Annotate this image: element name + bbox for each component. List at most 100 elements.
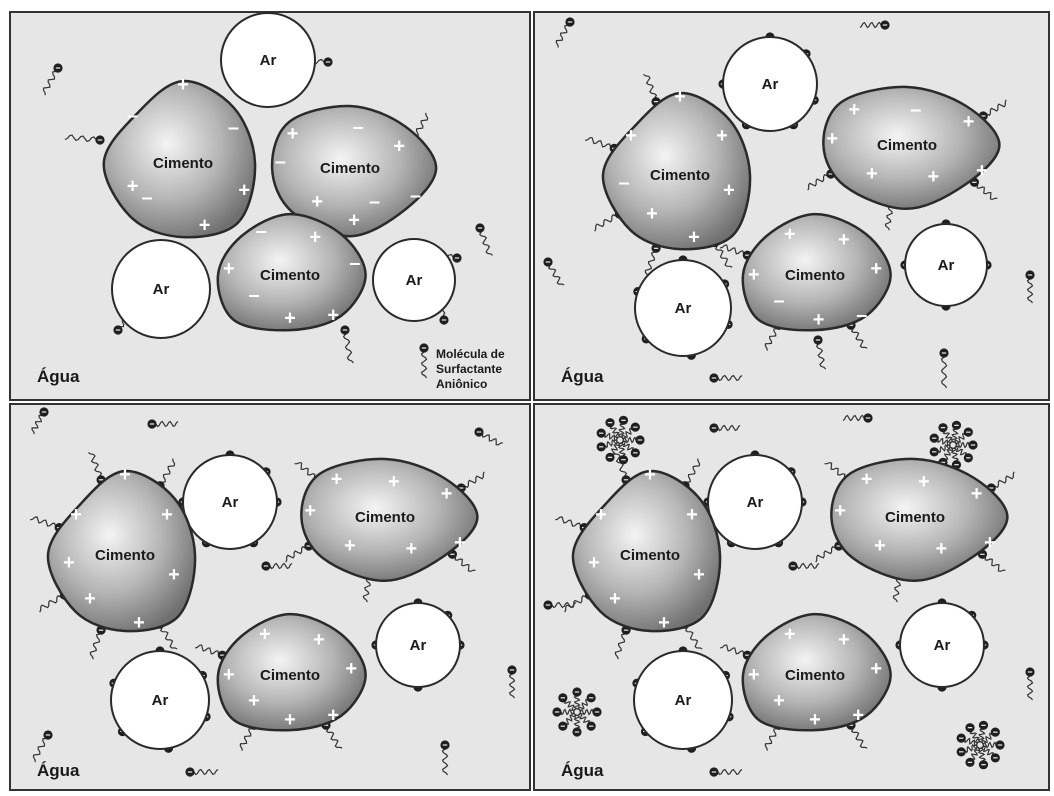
surfactant-tail xyxy=(977,728,986,744)
cement-shape xyxy=(741,212,892,332)
air-label: Ar xyxy=(938,257,955,274)
positive-charge: + xyxy=(874,535,886,557)
positive-charge: + xyxy=(866,163,878,185)
surfactant-tail xyxy=(454,556,476,573)
surfactant-tail xyxy=(478,231,493,256)
surfactant-tail xyxy=(720,244,745,255)
surfactant-tail xyxy=(508,673,516,699)
negative-charge: – xyxy=(856,305,867,327)
surfactant-molecule xyxy=(507,665,517,699)
positive-charge: + xyxy=(309,226,321,248)
surfactant-tail xyxy=(617,441,627,457)
air-bubble-shape xyxy=(633,650,733,750)
cement-label: Cimento xyxy=(355,509,415,526)
positive-charge: + xyxy=(693,564,705,586)
surfactant-tail xyxy=(950,446,960,462)
surfactant-tail xyxy=(42,70,57,96)
surfactant-molecule xyxy=(42,63,63,96)
positive-charge: + xyxy=(311,191,323,213)
air-bubble-shape xyxy=(372,238,456,322)
surfactant-tail xyxy=(594,214,617,232)
surfactant-tail xyxy=(1026,278,1034,304)
legend-surfactant-icon xyxy=(419,343,429,379)
air-label: Ar xyxy=(260,52,277,69)
positive-charge: + xyxy=(63,552,75,574)
surfactant-tail xyxy=(578,708,594,716)
surfactant-tail xyxy=(362,577,372,603)
surfactant-tail xyxy=(31,414,42,435)
surfactant-tail xyxy=(617,423,626,439)
surfactant-tail xyxy=(717,374,743,382)
positive-charge: + xyxy=(327,305,339,327)
surfactant-tail xyxy=(30,516,57,527)
negative-charge: – xyxy=(349,252,360,274)
cement-label: Cimento xyxy=(95,547,155,564)
air-bubble-shape xyxy=(375,602,461,688)
surfactant-molecule xyxy=(813,335,827,370)
surfactant-tail xyxy=(441,748,449,776)
air-bubble-shape xyxy=(904,223,988,307)
air-bubble: Ar xyxy=(899,602,985,688)
positive-charge: + xyxy=(918,471,930,493)
positive-charge: + xyxy=(852,705,864,727)
surfactant-tail xyxy=(850,728,868,749)
micelle-molecule xyxy=(605,418,622,439)
positive-charge: + xyxy=(686,504,698,526)
surfactant-molecule xyxy=(788,561,820,571)
surfactant-molecule xyxy=(555,17,575,48)
cement-particle: +++++++Cimento xyxy=(741,612,892,732)
surfactant-molecule xyxy=(185,767,219,777)
surfactant-tail xyxy=(796,562,820,570)
positive-charge: + xyxy=(345,658,357,680)
positive-charge: + xyxy=(748,664,760,686)
surfactant-tail xyxy=(979,745,994,756)
cement-particle: +++–+++Cimento xyxy=(601,86,752,251)
surfactant-tail xyxy=(950,428,959,444)
surfactant-tail xyxy=(555,24,569,48)
positive-charge: + xyxy=(609,588,621,610)
surfactant-tail xyxy=(573,713,581,729)
positive-charge: + xyxy=(838,629,850,651)
micelle-molecule xyxy=(981,740,1005,750)
surfactant-tail xyxy=(604,432,620,442)
surfactant-molecule xyxy=(709,767,743,777)
cement-label: Cimento xyxy=(260,267,320,284)
surfactant-tail xyxy=(325,728,343,749)
cement-shape xyxy=(741,612,892,732)
positive-charge: + xyxy=(70,504,82,526)
positive-charge: + xyxy=(84,588,96,610)
micelle-molecule xyxy=(965,723,982,744)
surfactant-tail xyxy=(576,712,591,724)
negative-charge: – xyxy=(410,185,421,207)
surfactant-tail xyxy=(685,627,703,650)
positive-charge: + xyxy=(199,214,211,236)
air-bubble: Ar xyxy=(707,454,803,550)
cement-label: Cimento xyxy=(260,667,320,684)
cement-particle: +++++++Cimento xyxy=(300,457,479,583)
positive-charge: + xyxy=(119,464,131,486)
surfactant-tail xyxy=(239,728,253,751)
air-bubble: Ar xyxy=(111,239,211,339)
air-bubble: Ar xyxy=(722,36,818,132)
micelle-molecule xyxy=(950,420,962,444)
positive-charge: + xyxy=(248,690,260,712)
positive-charge: + xyxy=(393,135,405,157)
cement-shape xyxy=(601,91,752,251)
positive-charge: + xyxy=(936,538,948,560)
positive-charge: + xyxy=(674,86,686,108)
surfactant-tail xyxy=(942,430,955,444)
positive-charge: + xyxy=(644,464,656,486)
surfactant-tail xyxy=(195,644,220,655)
surfactant-molecule xyxy=(147,419,179,429)
surfactant-molecule xyxy=(32,730,53,763)
micelle-molecule xyxy=(929,443,951,457)
surfactant-molecule xyxy=(64,134,105,145)
cement-label: Cimento xyxy=(320,160,380,177)
surfactant-tail xyxy=(842,414,865,422)
surfactant-tail xyxy=(610,440,621,455)
surfactant-tail xyxy=(850,328,868,349)
positive-charge: + xyxy=(441,483,453,505)
negative-charge: – xyxy=(256,221,267,243)
